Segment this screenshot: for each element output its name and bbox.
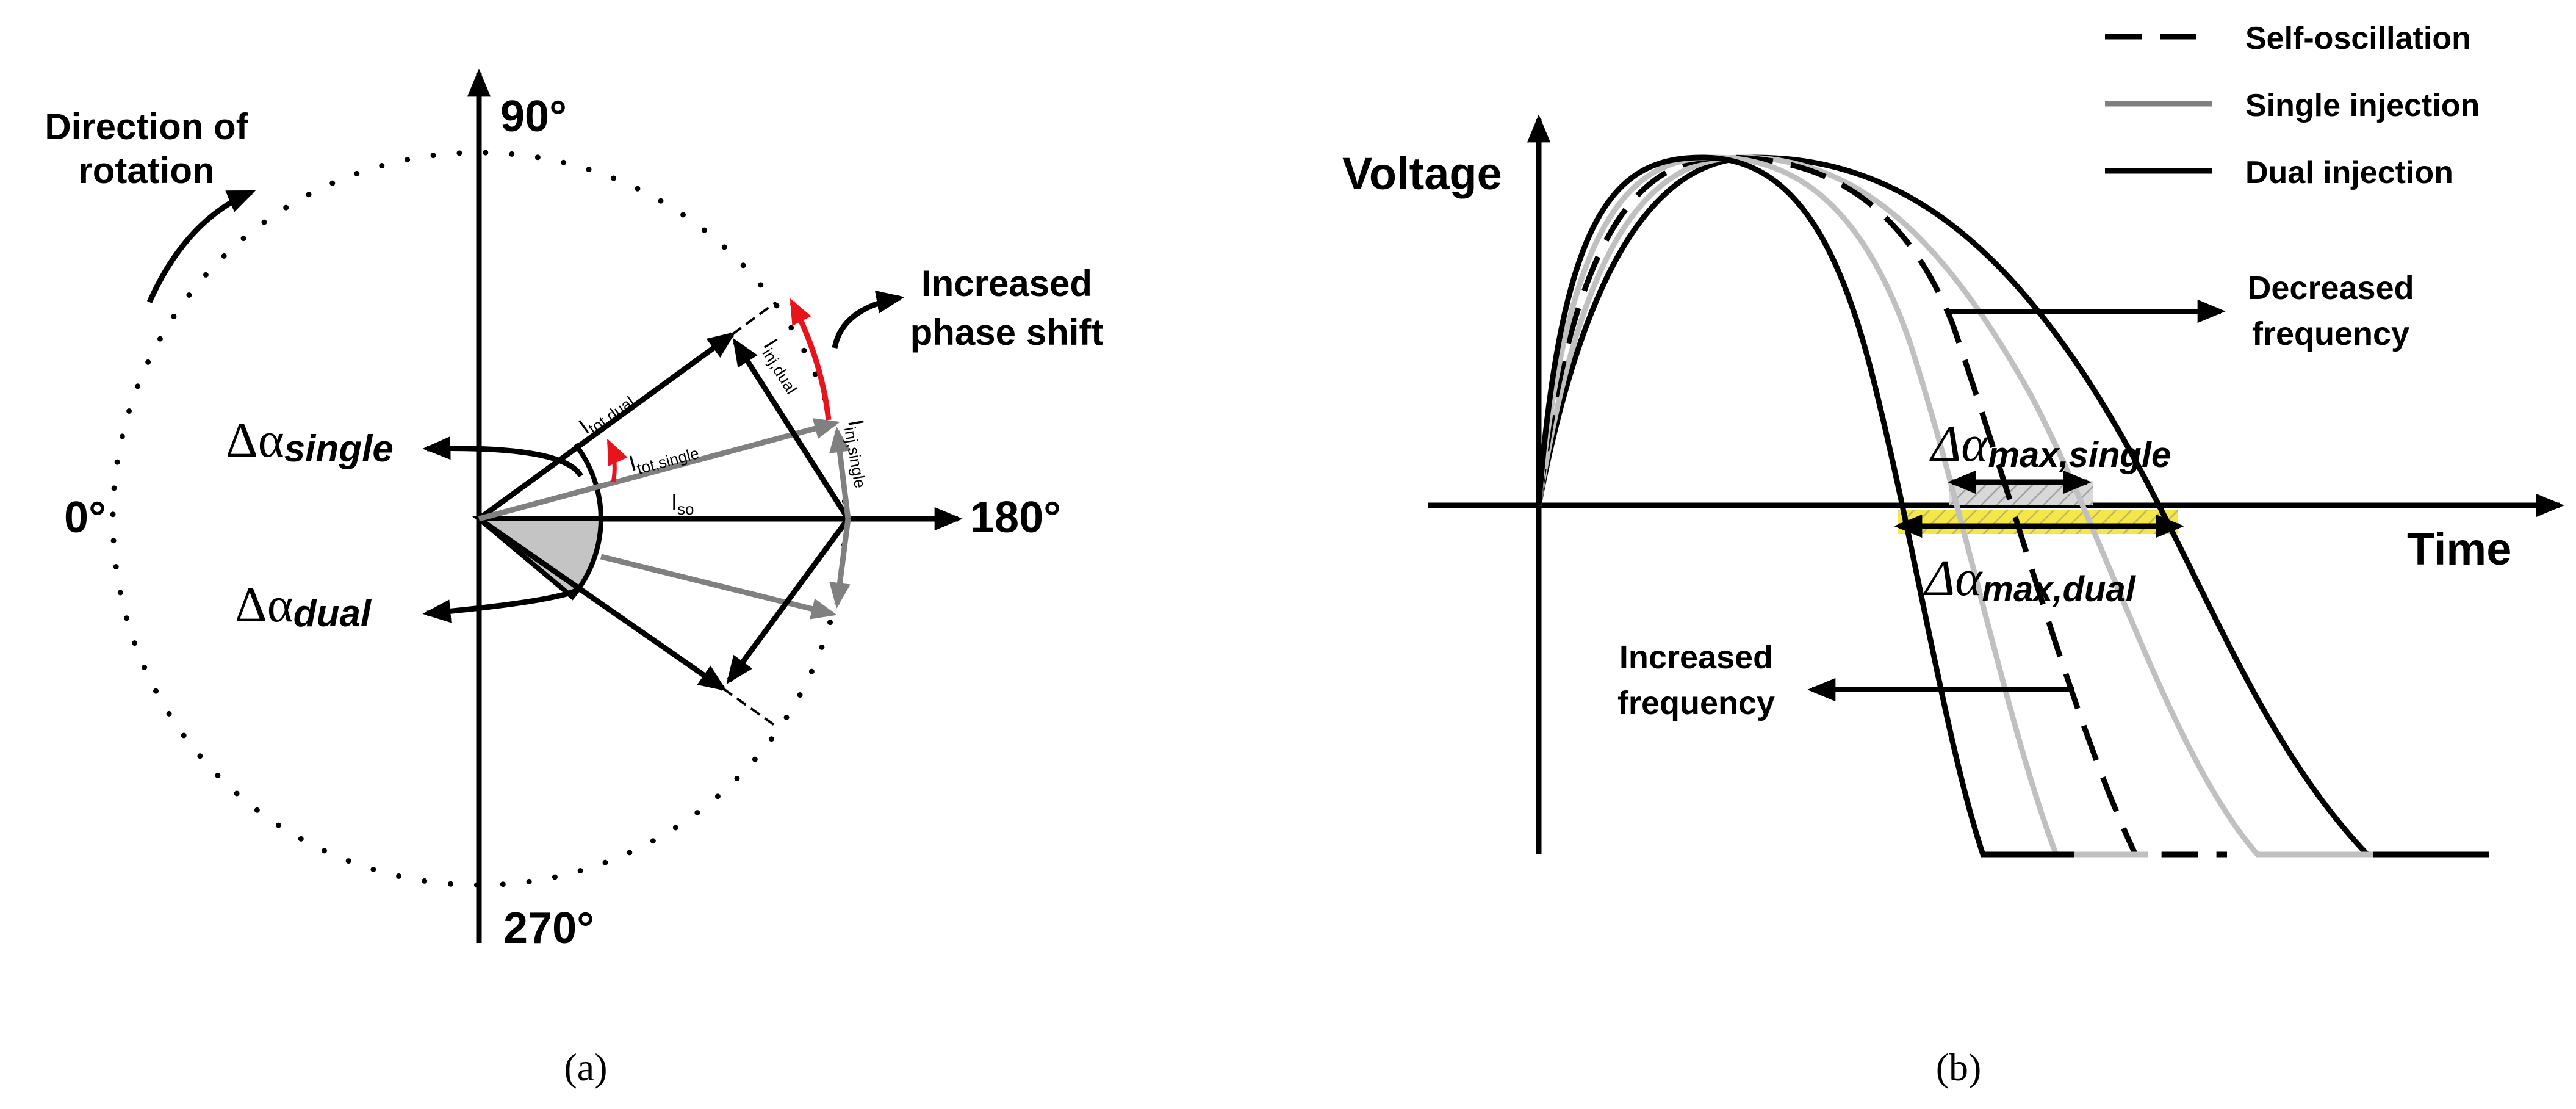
vector-inj-dual-lower [726, 517, 851, 685]
curve-dual-left [1536, 154, 2074, 858]
time-axis-label: Time [2407, 524, 2511, 574]
vector-tot-dual [477, 331, 736, 521]
delta-alpha-max-single-label: Δαmax,single [1929, 416, 2171, 475]
caption-b: (b) [1936, 1046, 1982, 1089]
axis-label-0: 0° [64, 493, 106, 542]
delta-alpha-max-dual-label: Δαmax,dual [1923, 550, 2137, 609]
delta-single-pointer [422, 436, 583, 478]
label-i-so: Iso [671, 489, 694, 518]
axis-label-180: 180° [970, 493, 1061, 542]
axis-label-90: 90° [500, 92, 567, 141]
curve-dual-right [1536, 154, 2489, 858]
curve-single-left [1536, 154, 2148, 858]
increased-phase-arrow [832, 290, 905, 349]
vector-tot-dual-extension [731, 301, 777, 336]
curve-single-right [1536, 154, 2373, 858]
delta-dual-sub: dual [293, 593, 372, 635]
panel-a: 90° 0° 180° 270° Direction of rotation I… [45, 68, 1104, 1089]
decreased-frequency-line2: frequency [2252, 316, 2409, 352]
vector-inj-single [829, 427, 851, 519]
legend: Self-oscillation Single injection Dual i… [2105, 21, 2480, 190]
vector-inj-single-lower [829, 518, 851, 609]
red-phase-arc [790, 298, 832, 421]
direction-label-line2: rotation [78, 150, 214, 191]
legend-label-dual: Dual injection [2245, 155, 2453, 190]
vector-tot-single-lower [600, 554, 837, 620]
vector-tot-dual-lower [477, 516, 727, 692]
direction-label-line1: Direction of [45, 106, 248, 147]
delta-symbol: Δα [235, 577, 293, 632]
voltage-axis-label: Voltage [1342, 148, 1502, 199]
legend-label-self-oscillation: Self-oscillation [2245, 21, 2471, 56]
vector-tot-single [478, 418, 840, 522]
caption-a: (a) [564, 1046, 607, 1089]
red-angle-arc [606, 438, 628, 483]
decreased-frequency-line1: Decreased [2247, 270, 2414, 306]
delta-dual-pointer [422, 587, 581, 623]
delta-alpha-dual-label: Δαdual [235, 577, 372, 635]
vector-tot-dual-lower-extension [722, 687, 777, 728]
label-i-tot-dual: Itot,dual [574, 384, 638, 441]
legend-label-single: Single injection [2245, 88, 2480, 123]
delta-symbol: Δα [226, 412, 284, 468]
vector-inj-dual [732, 338, 851, 521]
panel-b: Self-oscillation Single injection Dual i… [1342, 21, 2564, 1089]
axis-label-270: 270° [503, 904, 594, 953]
max-dual-band-hatch [1898, 510, 2178, 534]
increased-phase-label-line2: phase shift [910, 312, 1104, 353]
curve-self-oscillation [1536, 154, 2227, 858]
delta-alpha-dual-upper-arc [573, 443, 603, 519]
delta-alpha-single-label: Δαsingle [226, 412, 394, 470]
delta-single-sub: single [284, 428, 394, 470]
increased-frequency-line1: Increased [1619, 639, 1773, 676]
increased-frequency-line2: frequency [1617, 685, 1775, 721]
direction-arrow [146, 189, 256, 303]
increased-phase-label-line1: Increased [921, 263, 1092, 304]
label-i-tot-single: Itot,single [626, 434, 700, 480]
